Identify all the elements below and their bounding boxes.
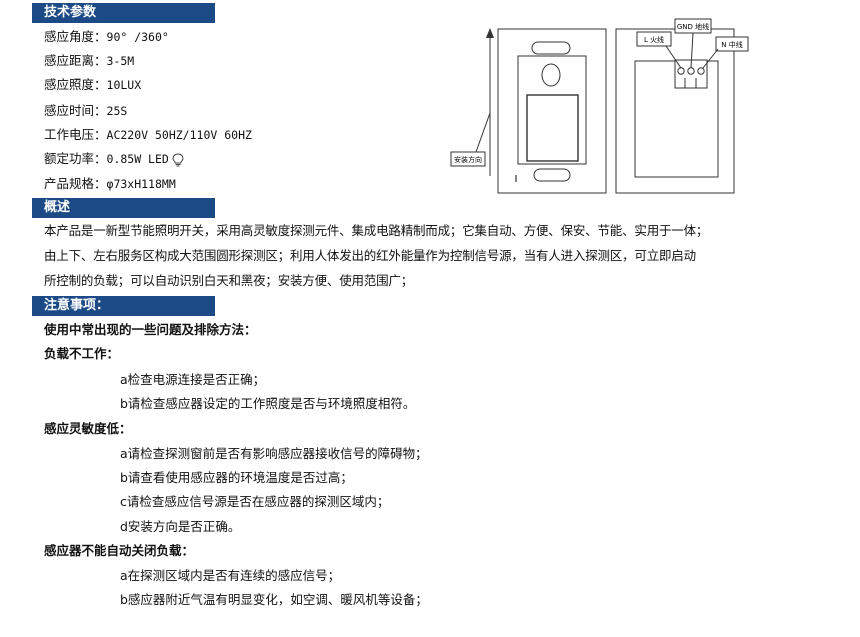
group-heading-low-sensitivity: 感应灵敏度低：	[44, 421, 132, 436]
spec-section-title: 技术参数	[32, 3, 215, 23]
direction-label-box	[450, 151, 486, 167]
direction-arrow-head	[486, 28, 494, 38]
terminal-l	[677, 67, 685, 75]
notes-section-title: 注意事项：	[32, 296, 215, 316]
list-item: d安装方向是否正确。	[120, 519, 241, 534]
spec-row-size: 产品规格：φ73xH118MM	[44, 176, 176, 191]
spec-row-voltage: 工作电压：AC220V 50HZ/110V 60HZ	[44, 127, 252, 142]
list-item: b请查看使用感应器的环境温度是否过高；	[120, 470, 353, 485]
terminal-n	[697, 67, 705, 75]
install-direction-label: 安装方向	[454, 155, 482, 164]
overview-line-2: 由上下、左右服务区构成大范围圆形探测区；利用人体发出的红外能量作为控制信号源，当…	[44, 248, 696, 263]
list-item: c请检查感应信号源是否在感应器的探测区域内；	[120, 494, 390, 509]
gnd-wire-label: GND 地线	[677, 22, 709, 31]
list-item: b请检查感应器设定的工作照度是否与环境照度相符。	[120, 396, 416, 411]
l-leader	[665, 45, 682, 69]
overview-section-title: 概述	[32, 198, 215, 218]
group-heading-load-not-working: 负载不工作：	[44, 346, 120, 361]
spec-row-time: 感应时间：25S	[44, 103, 128, 118]
sensor-lens	[541, 63, 561, 87]
n-leader	[702, 48, 719, 69]
l-label-box	[636, 31, 672, 47]
list-item: a请检查探测窗前是否有影响感应器接收信号的障碍物；	[120, 446, 428, 461]
terminal-gnd	[687, 67, 695, 75]
top-slot	[531, 41, 571, 55]
direction-leader	[475, 112, 491, 153]
spec-row-distance: 感应距离：3-5M	[44, 53, 135, 68]
overview-line-3: 所控制的负载；可以自动识别白天和黑夜；安装方便、使用范围广；	[44, 273, 414, 288]
list-item: b感应器附近气温有明显变化，如空调、暖风机等设备；	[120, 592, 428, 607]
gnd-leader	[690, 32, 694, 69]
bottom-slot	[533, 168, 571, 182]
l-wire-label: L 火线	[644, 35, 664, 44]
n-label-box	[715, 36, 749, 52]
spec-row-power: 额定功率：0.85W LED	[44, 149, 184, 169]
bulb-icon	[172, 152, 184, 166]
overview-line-1: 本产品是一新型节能照明开关，采用高灵敏度探测元件、集成电路精制而成；它集自动、方…	[44, 223, 709, 238]
group-heading-cannot-auto-off: 感应器不能自动关闭负载：	[44, 543, 195, 558]
notes-intro: 使用中常出现的一些问题及排除方法：	[44, 322, 257, 337]
list-item: a在探测区域内是否有连续的感应信号；	[120, 568, 341, 583]
spec-row-lux: 感应照度：10LUX	[44, 77, 142, 92]
n-wire-label: N 中线	[721, 40, 742, 49]
list-item: a检查电源连接是否正确；	[120, 372, 266, 387]
sensor-window	[526, 94, 579, 162]
installation-diagram: 安装方向 L 火线 GND 地线 N 中线	[450, 18, 749, 194]
spec-row-angle: 感应角度：90° /360°	[44, 29, 169, 44]
